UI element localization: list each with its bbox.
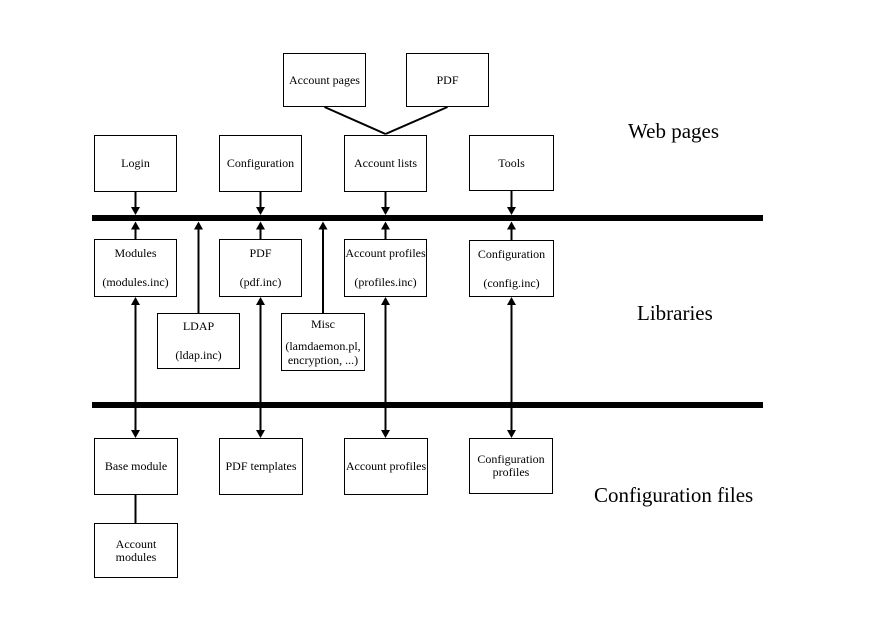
box-config-lib: Configuration (config.inc) — [469, 240, 554, 297]
connector-configuration-to-bar — [256, 191, 265, 240]
connector-profileslib-to-profiles-file — [381, 297, 390, 438]
box-label: Tools — [498, 155, 525, 170]
box-sublabel: (pdf.inc) — [239, 275, 282, 289]
box-label: Account pages — [289, 72, 360, 87]
layer-label-libraries: Libraries — [637, 301, 713, 325]
box-account-profiles-file: Account profiles — [344, 438, 428, 495]
box-sublabel: (profiles.inc) — [354, 275, 417, 289]
box-label: Account profiles — [345, 246, 426, 260]
box-pdf-lib: PDF (pdf.inc) — [219, 239, 302, 297]
connector-pdf-to-account-lists — [385, 106, 448, 135]
connector-pdflib-to-pdf-templates — [256, 297, 265, 438]
box-account-lists: Account lists — [344, 135, 427, 192]
box-tools: Tools — [469, 135, 554, 191]
box-label: Base module — [104, 459, 168, 473]
connector-misc-to-bar — [318, 221, 328, 313]
box-configuration-page: Configuration — [219, 135, 302, 192]
box-base-module: Base module — [94, 438, 178, 495]
box-ldap-lib: LDAP (ldap.inc) — [157, 313, 240, 369]
box-account-modules: Account modules — [94, 523, 178, 578]
box-config-profiles: Configuration profiles — [469, 438, 553, 494]
box-label: LDAP — [182, 319, 215, 333]
layer-label-configuration-files: Configuration files — [594, 483, 754, 507]
box-sublabel: (ldap.inc) — [175, 348, 222, 362]
box-label: PDF templates — [225, 459, 297, 473]
separator-web-libraries — [92, 215, 763, 221]
connector-tools-to-bar — [507, 191, 516, 241]
box-label: PDF — [249, 246, 272, 260]
box-label: Login — [121, 156, 150, 170]
box-pdf-templates: PDF templates — [219, 438, 303, 495]
box-sublabel: (config.inc) — [483, 275, 540, 290]
box-label: Modules — [114, 246, 157, 260]
box-label: Configuration — [477, 452, 545, 466]
layer-label-web-pages: Web pages — [628, 119, 720, 143]
box-account-profiles-lib: Account profiles (profiles.inc) — [344, 239, 427, 297]
connector-modules-to-base-module — [131, 297, 140, 438]
box-sublabel-line: encryption, ...) — [287, 353, 359, 367]
box-modules-lib: Modules (modules.inc) — [94, 239, 177, 297]
box-label: Misc — [311, 317, 335, 331]
separator-libraries-config — [92, 402, 763, 408]
box-label: PDF — [436, 72, 459, 87]
box-account-pages: Account pages — [283, 53, 366, 107]
connector-account-pages-to-account-lists — [324, 106, 386, 135]
connector-account-lists-to-bar — [381, 191, 390, 240]
box-label: Account modules — [115, 536, 157, 564]
box-sublabel: profiles — [492, 465, 530, 479]
box-sublabel-line: (lamdaemon.pl, — [285, 339, 361, 353]
box-label: Configuration — [226, 156, 295, 170]
connector-configlib-to-config-profiles — [507, 297, 516, 438]
connector-login-to-bar — [131, 191, 140, 240]
connector-ldap-to-bar — [194, 221, 203, 313]
box-label: Account profiles — [345, 459, 427, 473]
box-login: Login — [94, 135, 177, 192]
box-misc-lib: Misc (lamdaemon.pl, encryption, ...) — [281, 313, 365, 371]
box-label: Configuration — [477, 246, 546, 261]
box-pdf-page: PDF — [406, 53, 489, 107]
box-sublabel: (modules.inc) — [102, 275, 169, 289]
box-label: Account lists — [354, 156, 417, 170]
box-sublabel: (lamdaemon.pl, encryption, ...) — [285, 340, 360, 367]
